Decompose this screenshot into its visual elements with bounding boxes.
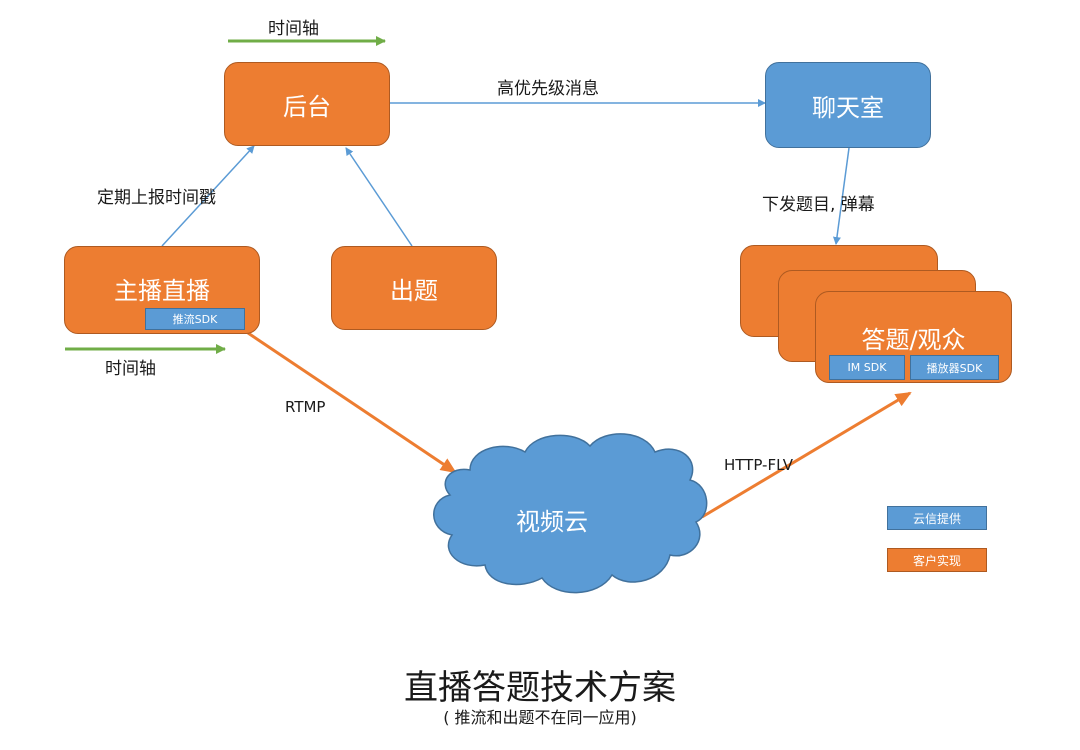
edge-streamer-backend bbox=[161, 145, 255, 247]
edge-question-backend bbox=[345, 147, 413, 247]
timeline-label-bottom: 时间轴 bbox=[105, 359, 156, 379]
edge-label-deliver: 下发题目, 弹幕 bbox=[762, 195, 875, 215]
edge-chatroom-audience bbox=[832, 140, 854, 245]
edge-http-flv bbox=[701, 391, 912, 519]
diagram-subtitle: ( 推流和出题不在同一应用) bbox=[443, 708, 637, 727]
edge-label-http-flv: HTTP-FLV bbox=[724, 456, 794, 474]
edge-label-rtmp: RTMP bbox=[285, 398, 326, 416]
node-chatroom-label: 聊天室 bbox=[812, 93, 884, 122]
legend-provided: 云信提供 bbox=[887, 506, 987, 530]
sdk-im: IM SDK bbox=[829, 355, 905, 380]
edge-label-high-priority: 高优先级消息 bbox=[497, 79, 599, 99]
diagram-title: 直播答题技术方案 bbox=[404, 668, 676, 708]
timeline-label-top: 时间轴 bbox=[268, 19, 319, 39]
node-backend[interactable]: 后台 bbox=[224, 62, 390, 146]
sdk-player: 播放器SDK bbox=[910, 355, 999, 380]
node-chatroom[interactable]: 聊天室 bbox=[765, 62, 931, 148]
node-question[interactable]: 出题 bbox=[331, 246, 497, 330]
video-cloud-shape bbox=[433, 433, 708, 594]
edge-label-report-timestamp: 定期上报时间戳 bbox=[97, 188, 216, 208]
node-question-label: 出题 bbox=[390, 276, 438, 305]
sdk-push: 推流SDK bbox=[145, 308, 245, 330]
legend-customer: 客户实现 bbox=[887, 548, 987, 572]
node-video-cloud-label: 视频云 bbox=[516, 508, 588, 536]
node-audience-label: 答题/观众 bbox=[861, 326, 966, 354]
edge-rtmp bbox=[247, 331, 457, 474]
node-streamer-label: 主播直播 bbox=[114, 277, 210, 305]
node-backend-label: 后台 bbox=[283, 92, 331, 121]
